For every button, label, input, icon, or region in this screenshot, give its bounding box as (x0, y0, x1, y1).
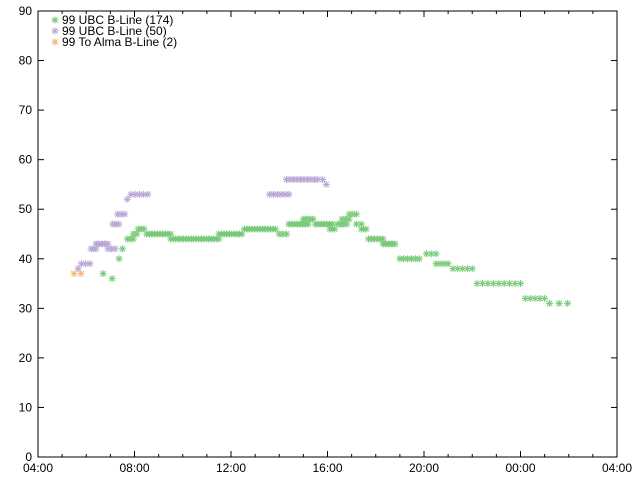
series-2 (70, 270, 85, 278)
y-tick-label: 60 (19, 153, 33, 167)
data-point (444, 260, 452, 268)
data-point (121, 210, 129, 218)
data-point (473, 280, 481, 288)
data-point (115, 255, 123, 263)
data-point (517, 280, 524, 288)
data-point (319, 175, 327, 183)
data-point (86, 260, 94, 268)
series-0 (99, 210, 572, 307)
plot-border (37, 10, 618, 458)
data-point (415, 255, 423, 263)
x-tick-label: 04:00 (23, 461, 53, 475)
data-point (309, 215, 317, 223)
x-tick-label: 12:00 (216, 461, 246, 475)
data-point (432, 250, 440, 258)
legend: 99 UBC B-Line (174) 99 UBC B-Line (50) 9… (51, 13, 177, 49)
legend-entry: 99 UBC B-Line (50) (51, 24, 167, 38)
legend-label: 99 To Alma B-Line (2) (62, 35, 177, 49)
x-tick-label: 00:00 (505, 461, 535, 475)
series-1 (74, 175, 330, 273)
data-point (99, 270, 107, 278)
legend-marker-icon (51, 27, 59, 35)
y-tick-label: 10 (19, 400, 33, 414)
data-point (362, 225, 370, 233)
x-tick-label: 08:00 (119, 461, 149, 475)
data-point (322, 180, 330, 188)
data-point (545, 299, 553, 307)
legend-label: 99 UBC B-Line (174) (62, 13, 173, 27)
data-point (531, 294, 539, 302)
x-tick-label: 16:00 (312, 461, 342, 475)
y-tick-label: 0 (25, 450, 32, 464)
data-point (74, 265, 82, 273)
data-point (449, 265, 457, 273)
data-point (282, 230, 290, 238)
x-tick-label: 04:00 (602, 461, 632, 475)
data-point (104, 240, 112, 248)
legend-entry: 99 To Alma B-Line (2) (51, 35, 177, 49)
data-point (118, 245, 126, 253)
data-point (555, 299, 563, 307)
data-point (144, 190, 152, 198)
y-tick-label: 80 (19, 54, 33, 68)
x-tick-label: 20:00 (409, 461, 439, 475)
data-point (536, 294, 544, 302)
y-tick-label: 30 (19, 301, 33, 315)
data-point (108, 275, 116, 283)
data-point (70, 270, 78, 278)
data-point (331, 225, 339, 233)
data-point (115, 220, 123, 228)
data-point (484, 280, 492, 288)
legend-marker-icon (51, 38, 59, 46)
y-tick-label: 40 (19, 252, 33, 266)
data-point (123, 195, 131, 203)
data-point (541, 294, 549, 302)
data-point (391, 240, 399, 248)
data-point (133, 230, 141, 238)
y-tick-label: 50 (19, 202, 33, 216)
legend-marker-icon (51, 16, 59, 24)
y-tick-label: 20 (19, 351, 33, 365)
data-point (468, 265, 476, 273)
data-point (564, 299, 572, 307)
y-tick-label: 70 (19, 103, 33, 117)
legend-marker (51, 27, 59, 35)
legend-entry: 99 UBC B-Line (174) (51, 13, 173, 27)
y-tick-label: 90 (19, 4, 33, 18)
legend-label: 99 UBC B-Line (50) (62, 24, 167, 38)
data-point (77, 270, 85, 278)
data-point (352, 210, 360, 218)
legend-marker (51, 16, 59, 24)
data-point (272, 225, 280, 233)
data-point (285, 190, 293, 198)
data-point (521, 294, 529, 302)
legend-marker (51, 38, 59, 46)
data-point (111, 245, 119, 253)
